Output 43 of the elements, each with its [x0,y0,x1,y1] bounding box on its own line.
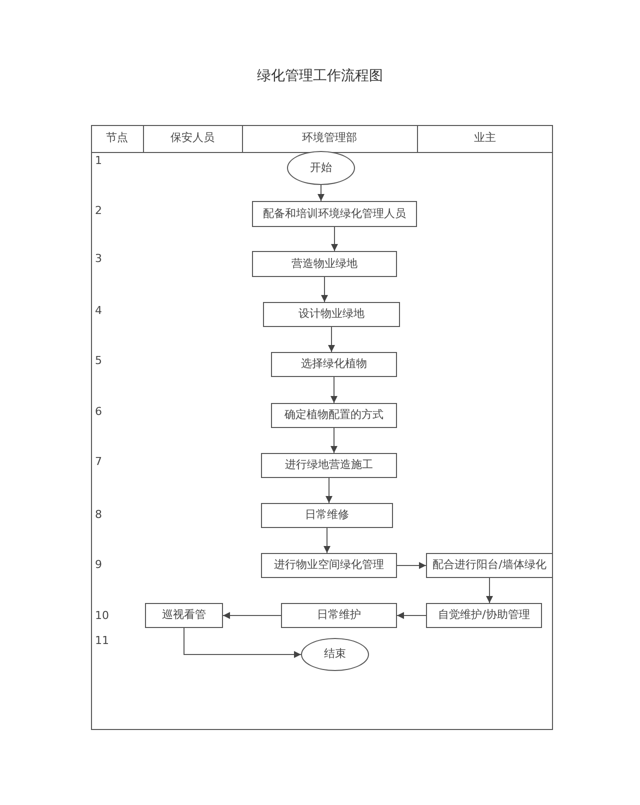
process-box: 日常维护 [281,603,397,628]
process-box: 设计物业绿地 [263,302,400,327]
diagram-title: 绿化管理工作流程图 [256,67,384,86]
arrow [318,184,324,202]
column-header: 保安人员 [170,130,216,146]
arrow [328,326,335,352]
process-box: 营造物业绿地 [252,251,397,277]
step-number: 7 [95,454,103,470]
arrow [330,428,338,454]
terminal-ellipse: 结束 [301,638,369,671]
arrow [222,612,282,619]
process-box: 配合进行阳台/墙体绿化 [426,553,553,578]
process-box: 配备和培训环境绿化管理人员 [252,201,417,227]
arrow [396,562,426,569]
column-header: 节点 [105,130,129,146]
process-box: 自觉维护/协助管理 [426,603,542,628]
step-number: 3 [95,251,103,267]
step-number: 5 [95,353,103,369]
step-number: 8 [95,507,103,523]
step-number: 6 [95,404,103,420]
process-box: 选择绿化植物 [271,352,397,377]
arrow [396,612,426,619]
arrow [326,478,332,504]
step-number: 4 [95,303,103,319]
arrow [330,376,338,404]
step-number: 10 [95,608,110,624]
arrow [324,528,330,554]
terminal-ellipse: 开始 [287,151,355,185]
step-number: 2 [95,203,103,219]
process-box: 巡视看管 [145,603,223,628]
process-box: 进行物业空间绿化管理 [261,553,397,578]
process-box: 日常维修 [261,503,393,528]
process-box: 确定植物配置的方式 [271,403,397,428]
arrow [486,578,493,604]
column-header: 环境管理部 [301,130,358,146]
arrow [184,628,302,658]
arrow [331,226,338,252]
process-box: 进行绿地营造施工 [261,453,397,478]
column-header: 业主 [473,130,497,146]
step-number: 11 [95,633,110,649]
arrow [321,276,328,302]
step-number: 9 [95,557,103,573]
step-number: 1 [95,153,103,169]
